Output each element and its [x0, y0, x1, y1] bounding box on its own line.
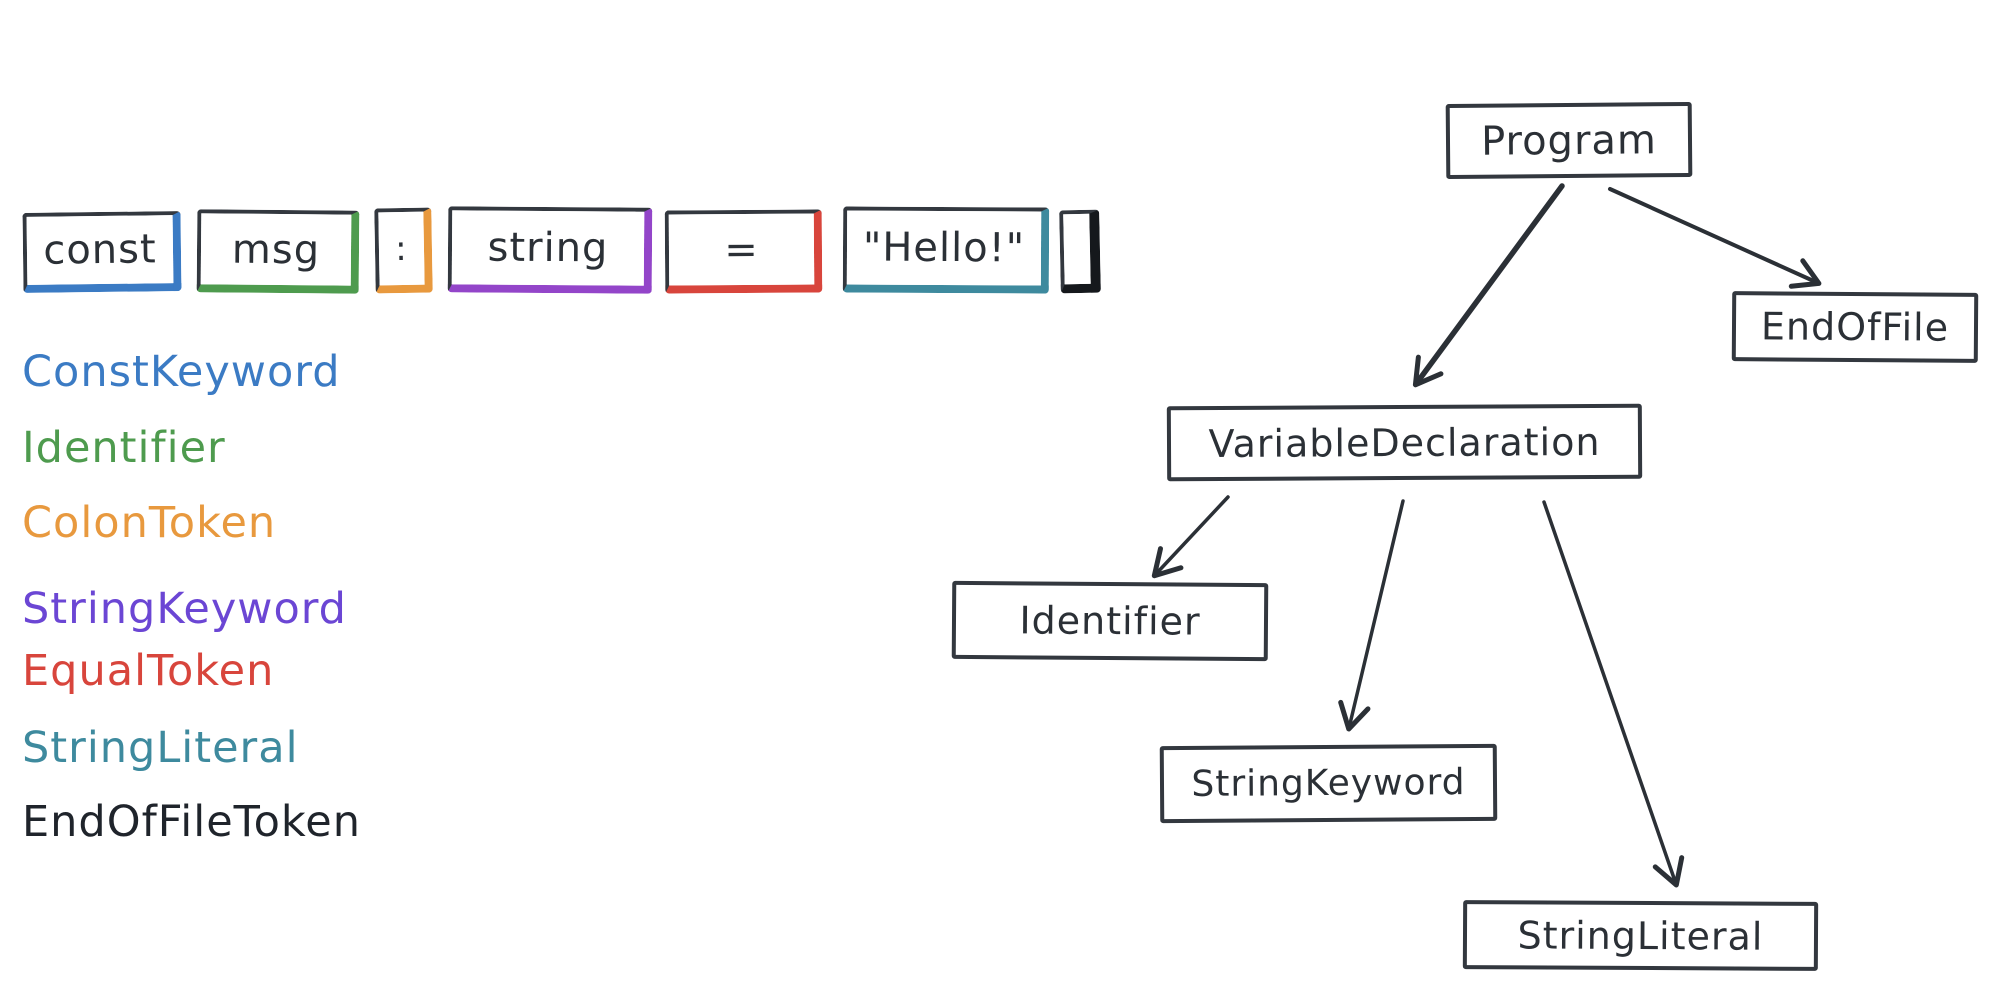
legend-item-identifier: Identifier [22, 423, 226, 473]
token-box-end-of-file [1059, 209, 1101, 294]
token-box-string-literal: "Hello!" [842, 206, 1050, 294]
ast-node-string-literal: StringLiteral [1462, 900, 1819, 971]
edge-variabledeclaration-to-stringliteral [1542, 500, 1685, 888]
token-box-const: const [22, 211, 182, 293]
legend-item-string-keyword: StringKeyword [22, 584, 347, 634]
ast-node-variable-declaration: VariableDeclaration [1166, 403, 1643, 482]
token-box-colon: : [374, 207, 433, 294]
edge-program-to-endoffile [1608, 187, 1822, 289]
legend-item-colon-token: ColonToken [22, 498, 277, 548]
edge-variabledeclaration-to-stringkeyword [1338, 499, 1405, 732]
edge-variabledeclaration-to-identifier [1151, 495, 1230, 579]
legend-item-string-literal: StringLiteral [22, 723, 299, 773]
ast-node-identifier: Identifier [951, 580, 1269, 662]
ast-node-end-of-file: EndOfFile [1731, 291, 1979, 363]
ast-node-string-keyword: StringKeyword [1159, 743, 1498, 824]
legend-item-equal-token: EqualToken [22, 646, 275, 696]
legend-item-end-of-file-token: EndOfFileToken [22, 797, 361, 847]
edge-program-to-variabledeclaration [1412, 183, 1565, 388]
ast-node-program: Program [1445, 101, 1693, 180]
token-box-string: string [447, 206, 653, 294]
legend-item-const-keyword: ConstKeyword [22, 347, 341, 397]
token-box-equals: = [664, 209, 823, 294]
token-box-msg: msg [196, 209, 360, 294]
